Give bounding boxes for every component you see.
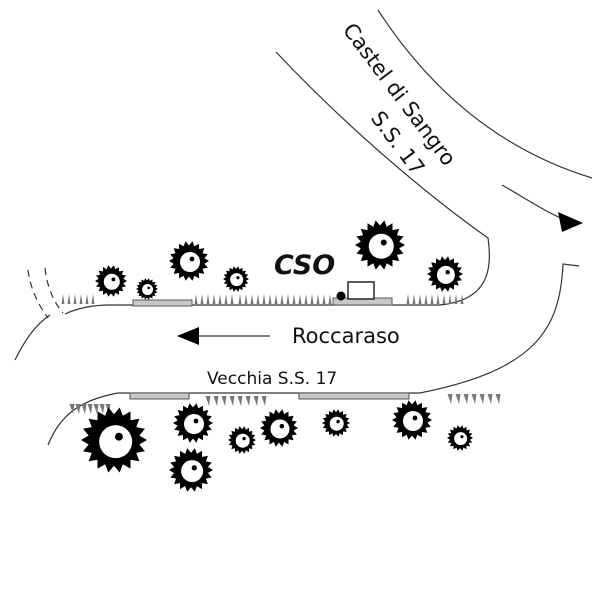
grass-icon bbox=[75, 404, 81, 414]
grass-icon bbox=[91, 294, 95, 304]
grass-icon bbox=[463, 394, 469, 404]
grass-icon bbox=[304, 294, 308, 304]
grass-icon bbox=[274, 294, 278, 304]
grass-icon bbox=[205, 396, 211, 406]
station-icon bbox=[336, 281, 375, 301]
north-road-outer-edge bbox=[377, 9, 593, 179]
grass-icon bbox=[73, 294, 77, 304]
east-road-edge bbox=[419, 263, 580, 394]
grass-icon bbox=[454, 294, 458, 304]
grass-icon bbox=[286, 294, 290, 304]
tree-icon bbox=[392, 400, 432, 440]
grass-icon bbox=[495, 394, 501, 404]
grass-icon bbox=[487, 394, 493, 404]
grass-icon bbox=[218, 294, 222, 304]
middle-road-top-edge bbox=[64, 304, 440, 315]
grass-icon bbox=[238, 294, 242, 304]
tree-layer bbox=[81, 220, 473, 492]
tree-icon bbox=[173, 403, 213, 443]
grass-icon bbox=[292, 294, 296, 304]
grass-icon bbox=[237, 396, 243, 406]
dashed-path-2 bbox=[44, 267, 64, 314]
station-label: CSO bbox=[274, 250, 335, 281]
grass-icon bbox=[224, 294, 228, 304]
tree-icon bbox=[169, 448, 213, 492]
grass-icon bbox=[229, 396, 235, 406]
north-road-inner-edge bbox=[275, 51, 490, 306]
grass-icon bbox=[328, 294, 332, 304]
grass-icon bbox=[471, 394, 477, 404]
tree-icon bbox=[81, 407, 147, 473]
grass-icon bbox=[213, 396, 219, 406]
grass-icon bbox=[316, 294, 320, 304]
grass-icon bbox=[412, 294, 416, 304]
arrow-left-icon bbox=[177, 327, 199, 345]
grass-icon bbox=[424, 294, 428, 304]
grass-icon bbox=[479, 394, 485, 404]
grass-icon bbox=[200, 294, 204, 304]
grass-icon bbox=[430, 294, 434, 304]
grass-icon bbox=[256, 294, 260, 304]
tree-icon bbox=[95, 265, 127, 297]
grass-icon bbox=[322, 294, 326, 304]
grass-icon bbox=[310, 294, 314, 304]
grass-icon bbox=[460, 294, 464, 304]
middle-road-label: Roccaraso bbox=[292, 324, 400, 348]
grass-icon bbox=[436, 294, 440, 304]
grass-icon bbox=[221, 396, 227, 406]
grass-icon bbox=[442, 294, 446, 304]
grass-icon bbox=[448, 294, 452, 304]
south-road-edge bbox=[47, 392, 420, 446]
grass-icon bbox=[455, 394, 461, 404]
west-road-edge bbox=[14, 314, 51, 361]
grass-icon bbox=[268, 294, 272, 304]
grass-layer bbox=[61, 294, 501, 414]
grass-icon bbox=[61, 294, 65, 304]
grass-icon bbox=[67, 294, 71, 304]
tree-icon bbox=[447, 425, 473, 451]
grass-icon bbox=[87, 404, 93, 414]
grass-icon bbox=[418, 294, 422, 304]
platform-1 bbox=[132, 299, 193, 307]
grass-icon bbox=[244, 294, 248, 304]
south-road-label: Vecchia S.S. 17 bbox=[207, 369, 337, 389]
grass-icon bbox=[99, 404, 105, 414]
grass-icon bbox=[230, 294, 234, 304]
tree-icon bbox=[169, 241, 209, 281]
grass-icon bbox=[93, 404, 99, 414]
grass-icon bbox=[206, 294, 210, 304]
tree-icon bbox=[136, 278, 158, 300]
grass-icon bbox=[406, 294, 410, 304]
arrow-right-icon bbox=[558, 212, 583, 232]
grass-icon bbox=[447, 394, 453, 404]
grass-icon bbox=[81, 404, 87, 414]
tree-icon bbox=[322, 409, 350, 437]
grass-icon bbox=[280, 294, 284, 304]
grass-icon bbox=[79, 294, 83, 304]
tree-icon bbox=[260, 409, 298, 447]
grass-icon bbox=[262, 294, 266, 304]
dashed-path-1 bbox=[27, 269, 49, 319]
grass-icon bbox=[212, 294, 216, 304]
platform-2 bbox=[129, 392, 190, 400]
tree-icon bbox=[355, 220, 405, 270]
grass-icon bbox=[261, 396, 267, 406]
grass-icon bbox=[245, 396, 251, 406]
grass-icon bbox=[253, 396, 259, 406]
grass-icon bbox=[298, 294, 302, 304]
tree-icon bbox=[427, 256, 463, 292]
grass-icon bbox=[85, 294, 89, 304]
tree-icon bbox=[228, 426, 256, 454]
grass-icon bbox=[194, 294, 198, 304]
grass-icon bbox=[250, 294, 254, 304]
tree-icon bbox=[223, 266, 249, 292]
platform-3 bbox=[298, 392, 410, 400]
grass-icon bbox=[69, 404, 75, 414]
